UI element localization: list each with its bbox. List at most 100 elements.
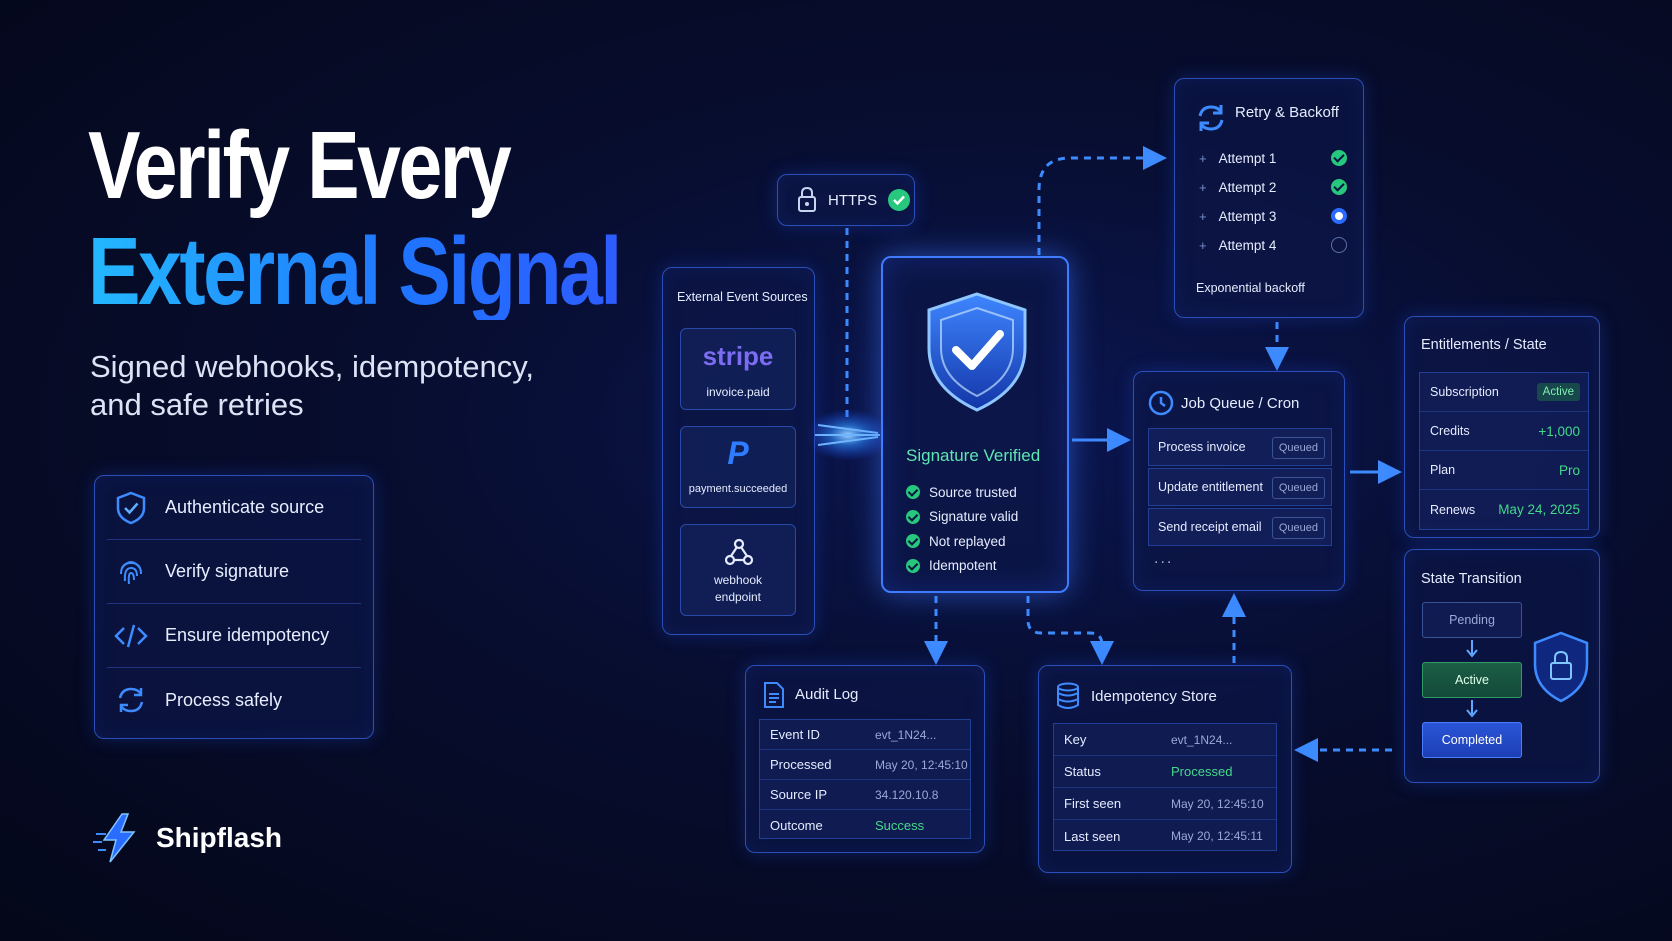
feature-authenticate-source: Authenticate source (107, 476, 361, 540)
feature-process-safely: Process safely (107, 668, 361, 732)
document-icon (764, 682, 784, 708)
idempotency-key: Key (1064, 732, 1087, 747)
source-card-webhook: webhook endpoint (680, 524, 796, 616)
feature-label: Authenticate source (165, 497, 325, 517)
arrow-down-icon (1466, 640, 1478, 658)
brand-name: Shipflash (156, 822, 283, 853)
code-icon (114, 624, 148, 647)
job-status-badge: Queued (1271, 437, 1325, 459)
check-label: Source trusted (929, 484, 1017, 500)
entitlement-key: Credits (1430, 424, 1470, 438)
retry-title: Retry & Backoff (1235, 104, 1339, 121)
check-circle-icon (906, 534, 920, 549)
transition-title: State Transition (1421, 571, 1522, 587)
sources-title: External Event Sources (677, 290, 808, 304)
state-active: Active (1422, 662, 1522, 698)
check-circle-icon (906, 485, 920, 500)
feature-label: Process safely (165, 689, 283, 710)
attempt-row: +Attempt 1 (1199, 147, 1349, 169)
source-event-label: invoice.paid (706, 385, 770, 399)
attempt-row: +Attempt 2 (1199, 176, 1349, 198)
check-circle-icon (906, 509, 920, 524)
feature-ensure-idempotency: Ensure idempotency (107, 604, 361, 668)
idempotency-title: Idempotency Store (1091, 688, 1217, 705)
shield-check-icon (116, 491, 146, 524)
source-event-label-line-1: webhook (713, 573, 763, 587)
job-row: Send receipt email Queued (1148, 508, 1332, 546)
audit-value: May 20, 12:45:10 (875, 757, 968, 772)
entitlement-row: Renews May 24, 2025 (1420, 490, 1588, 529)
idempotency-value: May 20, 12:45:11 (1171, 829, 1263, 843)
idempotency-row: Last seen May 20, 12:45:11 (1054, 820, 1276, 852)
https-badge: HTTPS (777, 174, 915, 226)
feature-verify-signature: Verify signature (107, 540, 361, 604)
check-item: Source trusted (906, 480, 1018, 505)
headline-line-1: Verify Every (88, 112, 512, 219)
radio-current-icon (1331, 208, 1347, 224)
database-icon (1057, 682, 1079, 709)
headline-line-2: External Signal (88, 218, 622, 325)
stripe-logo-text: stripe (702, 341, 774, 371)
arrow-down-icon (1466, 700, 1478, 718)
external-event-sources-panel: External Event Sources stripe invoice.pa… (662, 267, 815, 635)
subtitle: Signed webhooks, idempotency, and safe r… (90, 348, 610, 424)
audit-value: 34.120.10.8 (875, 787, 939, 802)
attempt-label: Attempt 1 (1218, 150, 1277, 166)
idempotency-key: Status (1064, 764, 1101, 779)
entitlement-key: Subscription (1430, 385, 1499, 399)
check-item: Not replayed (906, 529, 1018, 554)
entitlement-key: Renews (1430, 502, 1476, 517)
entitlement-row: Credits+1,000 (1420, 412, 1588, 451)
source-card-paypal: P payment.succeeded (680, 426, 796, 508)
refresh-icon (118, 687, 144, 713)
brand: Shipflash (90, 810, 282, 866)
retry-footer: Exponential backoff (1196, 281, 1305, 295)
entitlement-value: May 24, 2025 (1498, 502, 1580, 517)
source-event-label-line-2: endpoint (714, 590, 762, 604)
entitlements-title: Entitlements / State (1421, 337, 1547, 353)
attempt-row: +Attempt 4 (1199, 234, 1349, 256)
audit-key: Processed (770, 757, 832, 772)
feature-label: Ensure idempotency (165, 625, 330, 645)
clock-icon (1148, 390, 1174, 416)
subtitle-line-2: and safe retries (90, 387, 304, 422)
more-indicator: ... (1154, 550, 1174, 567)
check-label: Not replayed (929, 533, 1006, 549)
entitlement-key: Plan (1430, 463, 1456, 477)
attempt-label: Attempt 2 (1218, 179, 1277, 195)
retry-backoff-panel: Retry & Backoff +Attempt 1 +Attempt 2 +A… (1174, 78, 1364, 318)
sig-to-retry-connector (1037, 146, 1167, 255)
https-label: HTTPS (828, 191, 878, 209)
queue-title: Job Queue / Cron (1181, 395, 1300, 412)
feature-label: Verify signature (165, 561, 290, 581)
job-status-badge: Queued (1271, 517, 1325, 539)
job-name: Send receipt email (1158, 520, 1262, 534)
attempt-label: Attempt 4 (1218, 237, 1277, 253)
signature-title: Signature Verified (906, 446, 1041, 465)
attempt-row: +Attempt 3 (1199, 205, 1349, 227)
refresh-icon (1198, 105, 1224, 131)
state-pending: Pending (1422, 602, 1522, 638)
idempotency-key: Last seen (1064, 828, 1121, 844)
check-item: Idempotent (906, 554, 1018, 579)
job-name: Update entitlement (1158, 480, 1263, 494)
source-card-stripe: stripe invoice.paid (680, 328, 796, 410)
check-circle-icon (888, 189, 911, 211)
state-completed: Completed (1422, 722, 1522, 758)
lock-icon (798, 186, 816, 212)
audit-value: evt_1N24... (875, 727, 937, 742)
webhook-icon (724, 538, 754, 566)
signature-verified-card: Signature Verified Source trusted Signat… (881, 256, 1069, 593)
